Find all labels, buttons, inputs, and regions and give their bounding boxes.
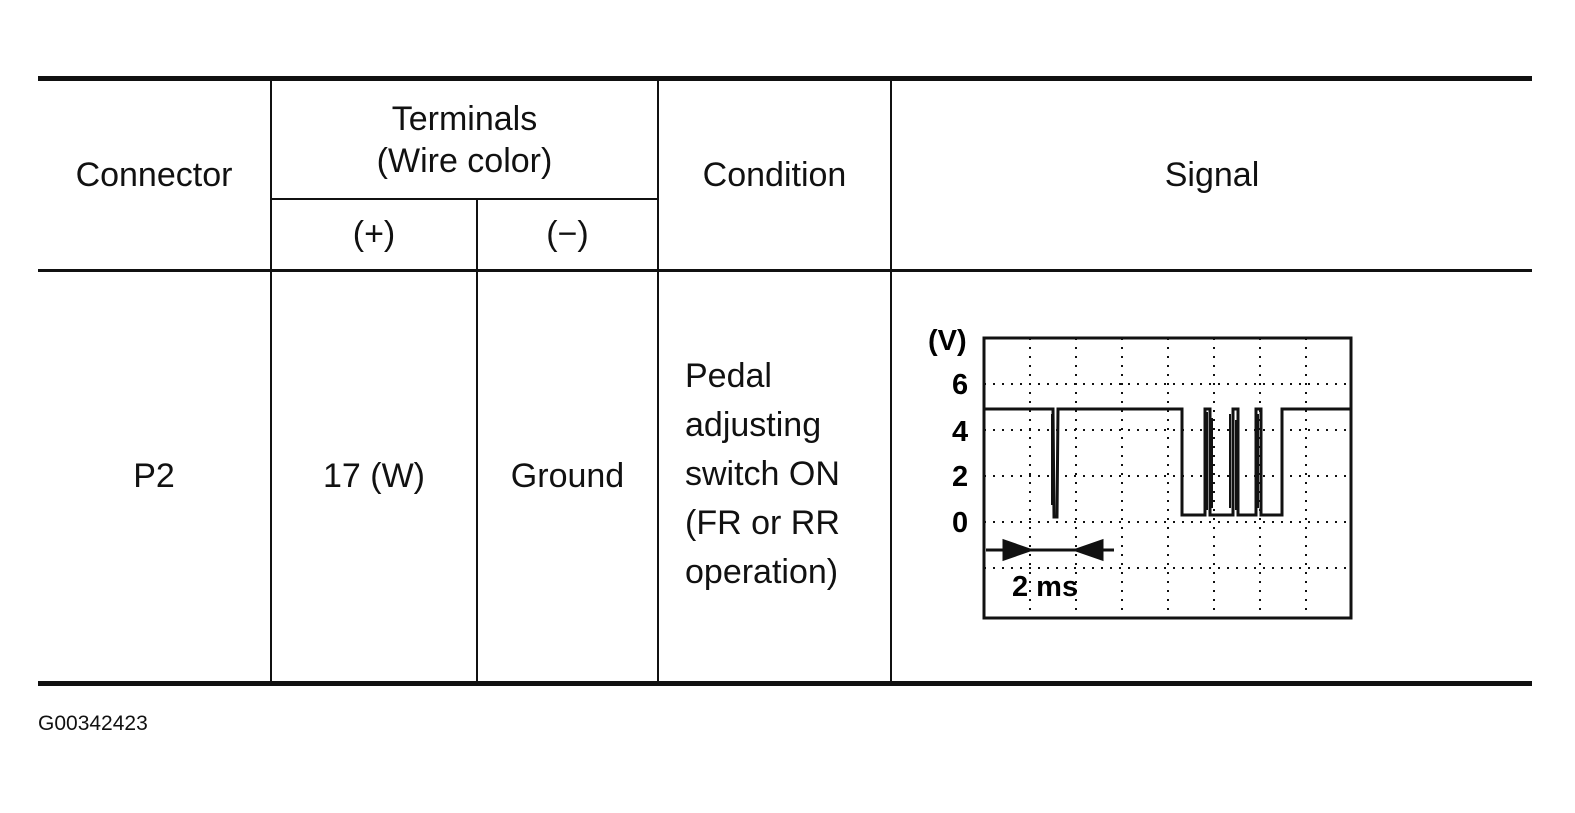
header-condition: Condition bbox=[702, 155, 847, 194]
table-top-rule bbox=[38, 76, 1532, 81]
time-scale-label: 2 ms bbox=[1012, 571, 1078, 603]
header-terminals-line1: Terminals bbox=[391, 99, 538, 138]
header-signal: Signal bbox=[1164, 155, 1260, 194]
condition-line: Pedal bbox=[685, 357, 772, 395]
column-divider bbox=[476, 200, 478, 681]
y-tick-label: 6 bbox=[952, 369, 968, 401]
header-connector: Connector bbox=[75, 155, 233, 194]
signal-noise-spikes bbox=[1051, 412, 1259, 510]
condition-line: (FR or RR bbox=[685, 504, 840, 542]
column-divider bbox=[890, 81, 892, 681]
condition-line: operation) bbox=[685, 553, 839, 591]
condition-line: switch ON bbox=[685, 455, 840, 493]
condition-line: adjusting bbox=[685, 406, 822, 444]
y-tick-label: 2 bbox=[952, 461, 968, 493]
row-connector: P2 bbox=[133, 457, 175, 496]
y-tick-label: 0 bbox=[952, 507, 968, 539]
y-tick-label: 4 bbox=[952, 416, 968, 448]
column-divider bbox=[657, 81, 659, 681]
row-condition: Pedal adjusting switch ON (FR or RR oper… bbox=[685, 352, 885, 597]
header-terminals-line2: (Wire color) bbox=[376, 142, 553, 180]
header-plus: (+) bbox=[352, 215, 396, 254]
scope-grid bbox=[984, 338, 1351, 618]
header-terminals: Terminals (Wire color) bbox=[272, 84, 657, 196]
column-divider bbox=[270, 81, 272, 681]
y-tick-labels: 6 4 2 0 bbox=[952, 369, 968, 539]
y-unit-label: (V) bbox=[928, 325, 967, 357]
figure-id: G00342423 bbox=[38, 712, 148, 735]
signal-waveform-plot: (V) 6 4 2 0 2 ms bbox=[928, 325, 1353, 620]
header-minus: (−) bbox=[546, 215, 589, 254]
time-scale-marker bbox=[986, 538, 1114, 562]
terminals-subheader-rule bbox=[272, 198, 658, 200]
table-bottom-rule bbox=[38, 681, 1532, 686]
row-terminal-minus: Ground bbox=[510, 457, 625, 496]
header-bottom-rule bbox=[38, 269, 1532, 272]
signal-trace bbox=[984, 407, 1351, 519]
row-terminal-plus: 17 (W) bbox=[323, 457, 425, 496]
